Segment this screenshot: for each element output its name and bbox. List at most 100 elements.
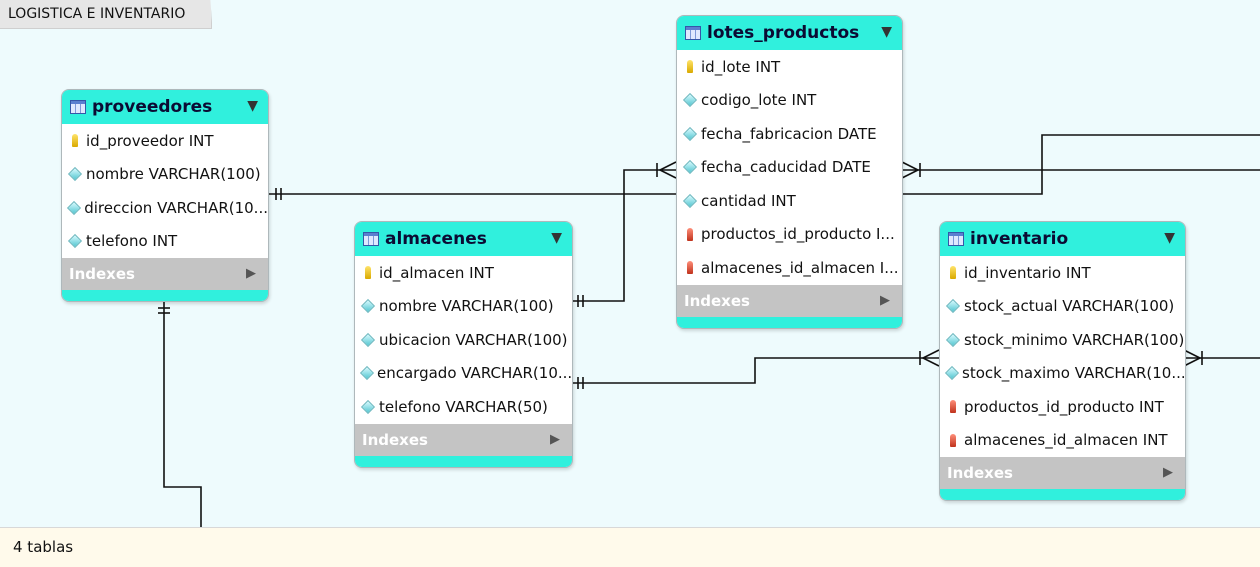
column-label: nombre VARCHAR(100) bbox=[86, 165, 261, 184]
foreign-key-icon bbox=[947, 400, 959, 413]
table-footer bbox=[355, 455, 572, 467]
column-label: telefono VARCHAR(50) bbox=[379, 397, 548, 416]
column-label: almacenes_id_almacen I... bbox=[701, 258, 899, 277]
table-name: lotes_productos bbox=[707, 23, 860, 43]
table-proveedores[interactable]: proveedores ▼ id_proveedor INT nombre VARCH… bbox=[61, 89, 269, 302]
column-row[interactable]: id_proveedor INT bbox=[62, 124, 268, 158]
column-row[interactable]: almacenes_id_almacen I... bbox=[677, 251, 902, 285]
column-row[interactable]: fecha_fabricacion DATE bbox=[677, 117, 902, 151]
column-diamond-icon bbox=[362, 402, 374, 412]
collapse-arrow-icon[interactable]: ▼ bbox=[551, 230, 562, 246]
column-row[interactable]: ubicacion VARCHAR(100) bbox=[355, 323, 572, 357]
foreign-key-icon bbox=[684, 228, 696, 241]
table-header[interactable]: lotes_productos ▼ bbox=[677, 16, 902, 50]
column-label: stock_actual VARCHAR(100) bbox=[964, 297, 1175, 316]
column-diamond-icon bbox=[684, 129, 696, 139]
primary-key-icon bbox=[947, 266, 959, 279]
expand-arrow-icon[interactable]: ▶ bbox=[550, 431, 560, 447]
table-footer bbox=[940, 489, 1185, 500]
column-row[interactable]: cantidad INT bbox=[677, 184, 902, 218]
table-footer bbox=[677, 316, 902, 328]
column-row[interactable]: stock_maximo VARCHAR(10... bbox=[940, 357, 1185, 391]
column-diamond-icon bbox=[947, 368, 957, 378]
layer-title[interactable]: LOGISTICA E INVENTARIO bbox=[0, 0, 212, 29]
column-row[interactable]: stock_actual VARCHAR(100) bbox=[940, 290, 1185, 324]
column-label: nombre VARCHAR(100) bbox=[379, 297, 554, 316]
indexes-section[interactable]: Indexes ▶ bbox=[677, 284, 902, 317]
column-row[interactable]: encargado VARCHAR(10... bbox=[355, 357, 572, 391]
foreign-key-icon bbox=[684, 261, 696, 274]
table-name: proveedores bbox=[92, 97, 213, 117]
column-diamond-icon bbox=[69, 236, 81, 246]
column-row[interactable]: productos_id_producto I... bbox=[677, 218, 902, 252]
column-label: id_proveedor INT bbox=[86, 131, 214, 150]
column-row[interactable]: telefono VARCHAR(50) bbox=[355, 390, 572, 424]
column-row[interactable]: id_almacen INT bbox=[355, 256, 572, 290]
column-row[interactable]: id_inventario INT bbox=[940, 256, 1185, 290]
column-row[interactable]: nombre VARCHAR(100) bbox=[62, 158, 268, 192]
collapse-arrow-icon[interactable]: ▼ bbox=[247, 98, 258, 114]
rel-proveedores-down bbox=[163, 300, 202, 527]
rel-almacenes-inventario bbox=[572, 357, 939, 384]
column-diamond-icon bbox=[684, 95, 696, 105]
column-label: codigo_lote INT bbox=[701, 91, 817, 110]
collapse-arrow-icon[interactable]: ▼ bbox=[881, 24, 892, 40]
column-label: direccion VARCHAR(10... bbox=[84, 198, 268, 217]
column-row[interactable]: nombre VARCHAR(100) bbox=[355, 290, 572, 324]
table-header[interactable]: inventario ▼ bbox=[940, 222, 1185, 256]
column-label: cantidad INT bbox=[701, 191, 796, 210]
column-row[interactable]: fecha_caducidad DATE bbox=[677, 151, 902, 185]
table-lotes-productos[interactable]: lotes_productos ▼ id_lote INT codigo_lote I… bbox=[676, 15, 903, 329]
diagram-canvas[interactable]: LOGISTICA E INVENTARIO bbox=[0, 0, 1260, 527]
table-inventario[interactable]: inventario ▼ id_inventario INT stock_actual… bbox=[939, 221, 1186, 501]
status-bar: 4 tablas bbox=[0, 527, 1260, 567]
expand-arrow-icon[interactable]: ▶ bbox=[880, 292, 890, 308]
column-label: stock_maximo VARCHAR(10... bbox=[962, 364, 1185, 383]
indexes-label: Indexes bbox=[362, 430, 428, 449]
foreign-key-icon bbox=[947, 434, 959, 447]
column-diamond-icon bbox=[947, 301, 959, 311]
column-diamond-icon bbox=[362, 368, 372, 378]
indexes-label: Indexes bbox=[947, 464, 1013, 482]
collapse-arrow-icon[interactable]: ▼ bbox=[1164, 230, 1175, 246]
primary-key-icon bbox=[684, 60, 696, 73]
expand-arrow-icon[interactable]: ▶ bbox=[1163, 465, 1173, 480]
table-almacenes[interactable]: almacenes ▼ id_almacen INT nombre VARCHAR(1… bbox=[354, 221, 573, 468]
table-icon bbox=[363, 232, 379, 246]
column-label: productos_id_producto I... bbox=[701, 225, 895, 244]
table-header[interactable]: proveedores ▼ bbox=[62, 90, 268, 124]
column-row[interactable]: almacenes_id_almacen INT bbox=[940, 424, 1185, 458]
column-diamond-icon bbox=[684, 162, 696, 172]
column-diamond-icon bbox=[69, 203, 79, 213]
column-row[interactable]: direccion VARCHAR(10... bbox=[62, 191, 268, 225]
indexes-label: Indexes bbox=[69, 265, 135, 283]
column-label: id_lote INT bbox=[701, 57, 781, 76]
column-row[interactable]: id_lote INT bbox=[677, 50, 902, 84]
column-row[interactable]: codigo_lote INT bbox=[677, 84, 902, 118]
rel-almacenes-lotes bbox=[572, 169, 676, 302]
indexes-label: Indexes bbox=[684, 291, 750, 310]
column-label: fecha_fabricacion DATE bbox=[701, 124, 877, 143]
column-label: productos_id_producto INT bbox=[964, 397, 1164, 416]
table-header[interactable]: almacenes ▼ bbox=[355, 222, 572, 256]
column-label: id_inventario INT bbox=[964, 263, 1091, 282]
relationship-lines bbox=[158, 134, 1260, 527]
column-label: telefono INT bbox=[86, 232, 178, 251]
status-text: 4 tablas bbox=[13, 538, 74, 556]
table-name: inventario bbox=[970, 229, 1069, 249]
table-name: almacenes bbox=[385, 229, 487, 249]
indexes-section[interactable]: Indexes ▶ bbox=[355, 423, 572, 456]
column-label: fecha_caducidad DATE bbox=[701, 158, 871, 177]
indexes-section[interactable]: Indexes ▶ bbox=[940, 457, 1185, 489]
table-icon bbox=[685, 26, 701, 40]
indexes-section[interactable]: Indexes ▶ bbox=[62, 258, 268, 290]
column-diamond-icon bbox=[362, 335, 374, 345]
primary-key-icon bbox=[362, 266, 374, 279]
column-row[interactable]: productos_id_producto INT bbox=[940, 390, 1185, 424]
column-row[interactable]: stock_minimo VARCHAR(100) bbox=[940, 323, 1185, 357]
table-icon bbox=[70, 100, 86, 114]
column-diamond-icon bbox=[947, 335, 959, 345]
expand-arrow-icon[interactable]: ▶ bbox=[246, 266, 256, 281]
column-row[interactable]: telefono INT bbox=[62, 225, 268, 259]
column-label: encargado VARCHAR(10... bbox=[377, 364, 572, 383]
